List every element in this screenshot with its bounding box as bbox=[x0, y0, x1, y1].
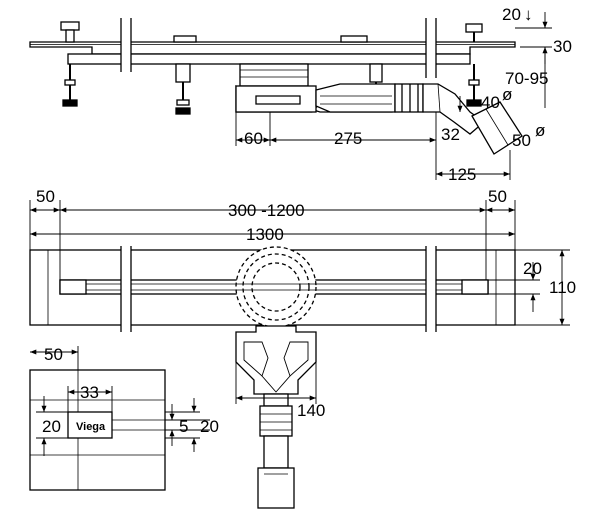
dim-detail-insert: 33 bbox=[80, 383, 99, 402]
dim-drain-width: 140 bbox=[297, 401, 325, 420]
dim-outlet-height: 32 bbox=[441, 125, 460, 144]
dim-offset-left: 60 bbox=[244, 129, 263, 148]
dim-channel-width: 110 bbox=[549, 278, 576, 297]
side-view-dimensions bbox=[235, 12, 552, 180]
dim-top-offset: 20 bbox=[502, 5, 521, 24]
dim-detail-height: 20 bbox=[42, 417, 61, 436]
detail-view-dimensions bbox=[29, 346, 210, 456]
foot-mid-right bbox=[340, 35, 383, 88]
foot-right bbox=[465, 23, 483, 107]
detail-view-labels: 50 33 20 Viega 5 20 bbox=[42, 345, 219, 436]
logo-viega: Viega bbox=[76, 421, 106, 433]
dim-height-range: 70-95 bbox=[505, 69, 548, 88]
dim-top-height: 30 bbox=[553, 37, 572, 56]
dim-right-margin: 50 bbox=[488, 187, 507, 206]
dim-body-length: 275 bbox=[334, 129, 362, 148]
dim-overall-length: 1300 bbox=[246, 225, 284, 244]
dim-outlet-large: 50 bbox=[512, 131, 531, 150]
top-view-dimensions bbox=[29, 200, 570, 404]
foot-mid-left bbox=[173, 35, 197, 115]
dim-detail-height-right: 20 bbox=[200, 417, 219, 436]
top-view-labels: 50 50 300 -1200 1300 20 110 140 bbox=[36, 187, 576, 420]
dim-outlet-projection: 125 bbox=[448, 165, 476, 184]
dim-detail-slot: 5 bbox=[179, 417, 188, 436]
side-view-labels: 20 ↓ 30 70-95 40 ø 50 ø 60 275 32 125 bbox=[244, 5, 572, 184]
dim-length-range: 300 -1200 bbox=[228, 201, 305, 220]
detail-view bbox=[29, 369, 166, 491]
dim-down-arrow: ↓ bbox=[524, 5, 533, 24]
dim-detail-width: 50 bbox=[44, 345, 63, 364]
drain-body bbox=[235, 63, 523, 155]
dim-outlet-small: 40 bbox=[481, 93, 500, 112]
diameter-symbol-small: ø bbox=[502, 85, 512, 104]
side-view bbox=[29, 18, 523, 155]
foot-left bbox=[60, 21, 80, 107]
dim-grate-width: 20 bbox=[523, 259, 542, 278]
dim-left-margin: 50 bbox=[36, 187, 55, 206]
top-view bbox=[29, 246, 516, 509]
diameter-symbol-large: ø bbox=[535, 121, 545, 140]
